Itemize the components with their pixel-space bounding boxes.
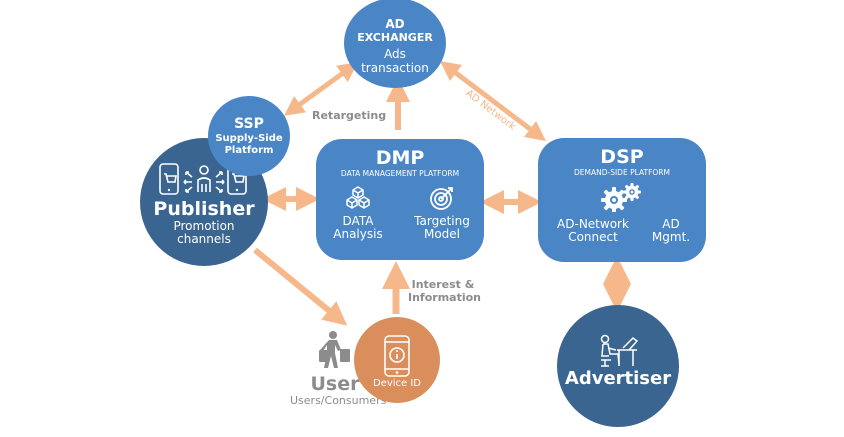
publisher-title: Publisher xyxy=(153,198,255,220)
user-node[interactable]: User Users/Consumers xyxy=(290,330,387,407)
arrow-ssp-exchanger xyxy=(283,62,359,116)
interest-information-label: Interest & Information xyxy=(408,278,481,304)
dmp-feature-1-line1: DATA xyxy=(342,214,374,228)
shopper-icon xyxy=(319,331,350,368)
arrow-exchanger-dsp xyxy=(440,60,546,142)
dmp-feature-1-line2: Analysis xyxy=(333,227,383,241)
dmp-feature-targeting-model: Targeting Model xyxy=(407,185,477,241)
dmp-title: DMP xyxy=(375,147,425,169)
user-title: User xyxy=(310,373,360,395)
dsp-feature-ad-network-connect: AD-Network Connect xyxy=(548,218,638,244)
interest-line2: Information xyxy=(408,291,481,304)
dmp-feature-data-analysis: DATA Analysis xyxy=(323,185,393,241)
dmp-subtitle: DATA MANAGEMENT PLATFORM xyxy=(340,169,460,178)
dsp-box[interactable]: DSP DEMAND-SIDE PLATFORM AD-Network Conn… xyxy=(538,138,706,262)
ssp-sub2: Platform xyxy=(224,144,274,156)
publisher-sub1: Promotion xyxy=(173,219,235,233)
publisher-distribution-icon xyxy=(159,163,247,195)
dmp-feature-2-line1: Targeting xyxy=(414,214,470,228)
dmp-box[interactable]: DMP DATA MANAGEMENT PLATFORM DATA Analys… xyxy=(316,139,484,260)
dsp-feature-2-line1: AD xyxy=(662,217,680,231)
ad-exchanger-sub2: transaction xyxy=(361,61,429,75)
ad-exchanger-title1: AD xyxy=(385,17,405,31)
device-id-node[interactable]: Device ID xyxy=(354,317,440,403)
dmp-feature-2-line2: Model xyxy=(423,227,461,241)
ad-exchanger-title2: EXCHANGER xyxy=(357,31,433,44)
phone-info-icon xyxy=(384,335,410,377)
dsp-feature-ad-mgmt: AD Mgmt. xyxy=(646,218,696,244)
dsp-subtitle: DEMAND-SIDE PLATFORM xyxy=(574,168,670,177)
ssp-title: SSP xyxy=(234,115,264,132)
device-id-label: Device ID xyxy=(372,378,422,389)
interest-line1: Interest & xyxy=(411,278,475,291)
user-subtitle: Users/Consumers xyxy=(290,394,387,407)
cubes-icon xyxy=(346,186,370,209)
dsp-feature-2-line2: Mgmt. xyxy=(651,230,691,244)
ssp-node[interactable]: SSP Supply-Side Platform xyxy=(208,96,290,176)
ad-exchanger-node[interactable]: AD EXCHANGER Ads transaction xyxy=(344,0,446,88)
ssp-sub1: Supply-Side xyxy=(215,132,283,144)
ad-exchanger-sub1: Ads xyxy=(384,47,406,61)
target-icon xyxy=(430,187,453,210)
gears-icon xyxy=(601,183,641,213)
dsp-feature-1-line1: AD-Network xyxy=(557,217,629,231)
retargeting-label: Retargeting xyxy=(312,109,387,122)
dsp-feature-1-line2: Connect xyxy=(568,230,618,244)
arrow-publisher-user xyxy=(253,247,348,326)
publisher-sub2: channels xyxy=(177,232,231,246)
dsp-title: DSP xyxy=(600,146,644,168)
advertiser-title: Advertiser xyxy=(564,368,672,389)
advertiser-node[interactable]: Advertiser xyxy=(557,305,679,427)
person-at-desk-icon xyxy=(600,334,639,367)
